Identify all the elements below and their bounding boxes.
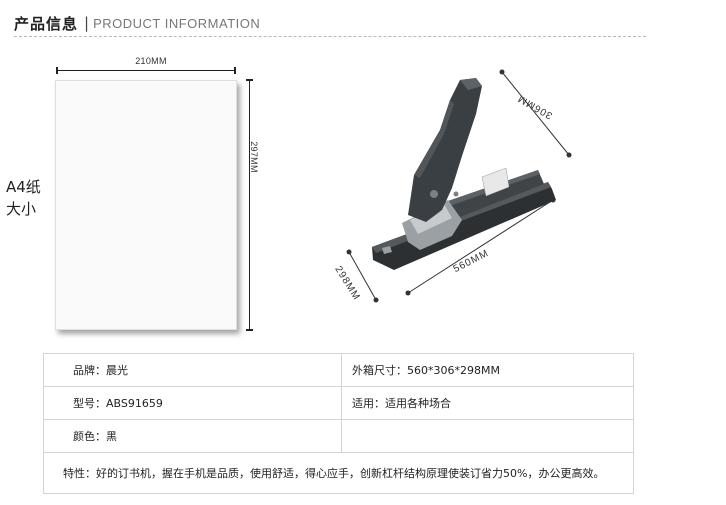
stapler-illustration xyxy=(346,69,572,303)
section-title-cn: 产品信息 xyxy=(14,14,79,33)
header-divider xyxy=(14,36,646,37)
spec-model: 型号：ABS91659 xyxy=(43,386,342,420)
spec-row: 颜色：黑 xyxy=(43,419,634,453)
spec-empty-cell xyxy=(341,419,634,453)
length-dimension-line xyxy=(407,199,554,294)
paper-height-label: 297MM xyxy=(248,141,259,173)
spec-feature: 特性：好的订书机，握在手机是品质，使用舒适，得心应手，创新杠杆结构原理使装订省力… xyxy=(43,452,634,494)
a4-label-line2: 大小 xyxy=(6,200,37,218)
height-dimension-line xyxy=(501,71,570,156)
paper-width-dimension-line xyxy=(56,67,236,74)
section-title-en: PRODUCT INFORMATION xyxy=(93,15,261,31)
spec-brand: 品牌：晨光 xyxy=(43,353,342,387)
spec-row: 品牌：晨光 外箱尺寸：560*306*298MM xyxy=(43,353,634,387)
a4-size-label: A4纸 大小 xyxy=(6,176,41,220)
spec-row: 型号：ABS91659 适用：适用各种场合 xyxy=(43,386,634,420)
stapler-handle xyxy=(408,78,482,222)
spec-color: 颜色：黑 xyxy=(43,419,342,453)
paper-width-label: 210MM xyxy=(135,56,167,66)
spec-usage: 适用：适用各种场合 xyxy=(341,386,634,420)
stapler-dimension-lines xyxy=(348,71,570,301)
spec-table: 品牌：晨光 外箱尺寸：560*306*298MM 型号：ABS91659 适用：… xyxy=(43,353,634,494)
paper-height-dimension-line xyxy=(246,79,253,331)
a4-paper-illustration xyxy=(55,80,237,330)
a4-label-line1: A4纸 xyxy=(6,178,41,196)
stapler-label-plate xyxy=(481,167,510,197)
width-dimension-line xyxy=(348,251,377,301)
spec-row: 特性：好的订书机，握在手机是品质，使用舒适，得心应手，创新杠杆结构原理使装订省力… xyxy=(43,452,634,494)
spec-box-size: 外箱尺寸：560*306*298MM xyxy=(341,353,634,387)
title-separator: | xyxy=(84,14,90,32)
section-header: 产品信息 | PRODUCT INFORMATION xyxy=(14,12,260,34)
